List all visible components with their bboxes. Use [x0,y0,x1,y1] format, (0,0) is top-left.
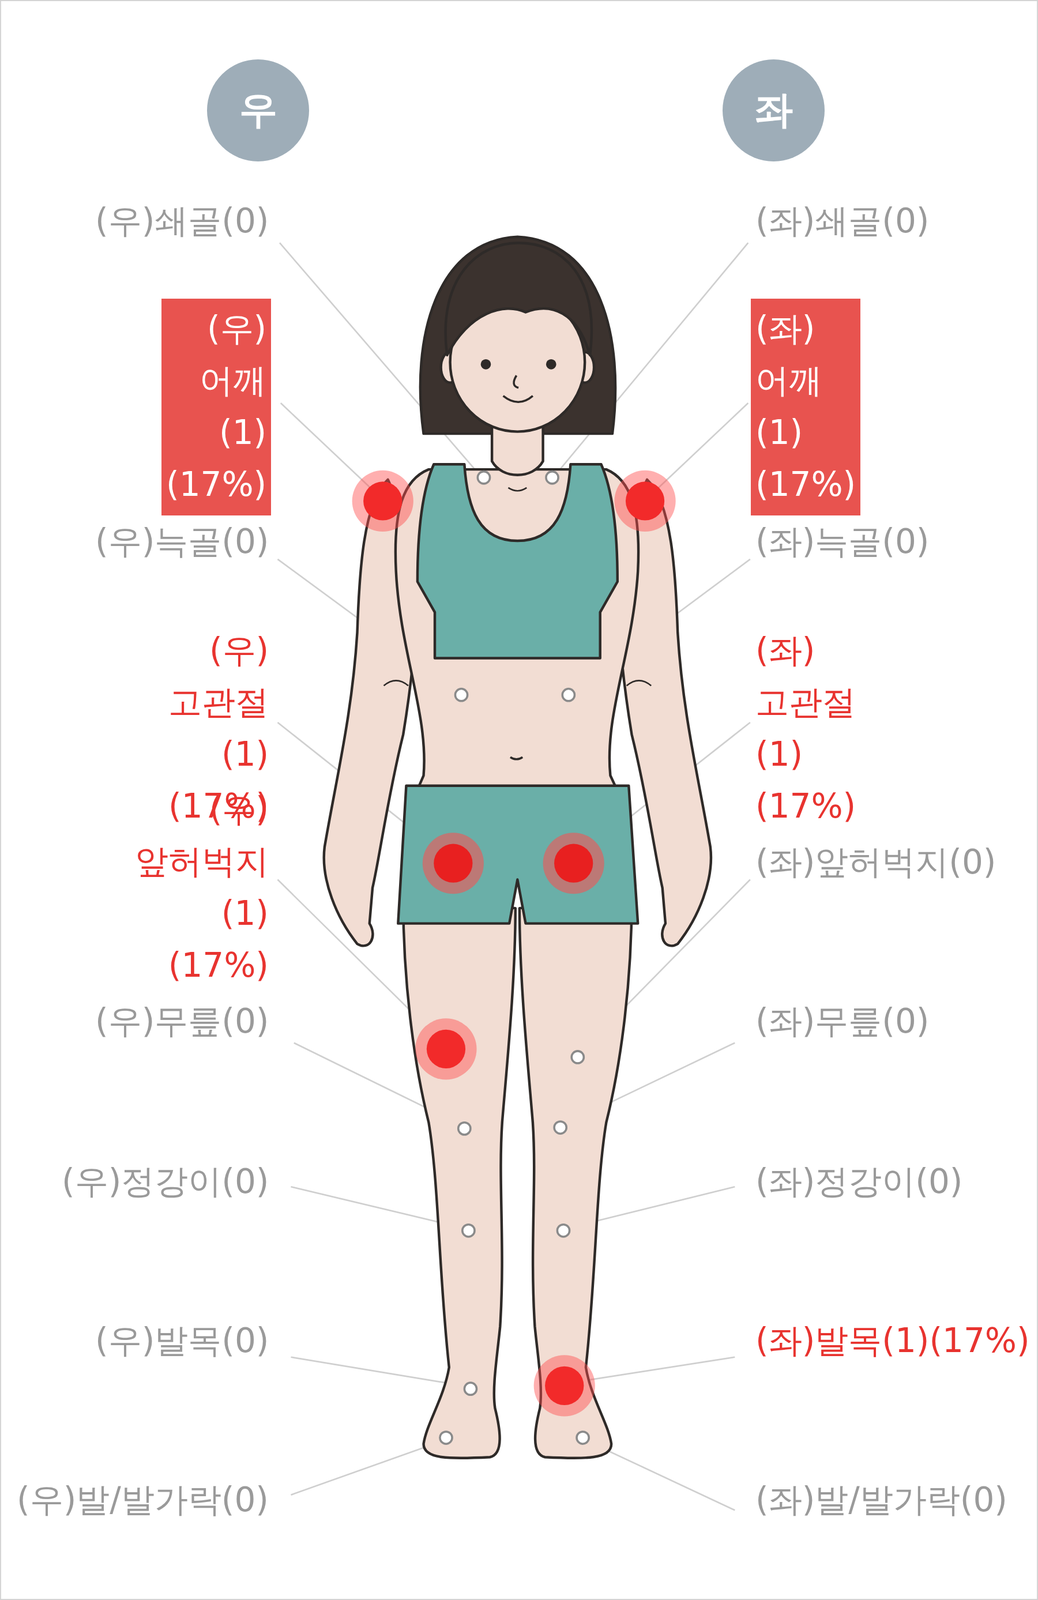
body-part-label: (우)발목(0) [95,1315,269,1368]
body-part-label: (우)어깨(1) (17%) [166,303,267,511]
body-part-label: (우)쇄골(0) [95,195,269,248]
body-part-label: (우)앞허벅지(1) (17%) [134,784,269,992]
body-part-label: (좌)앞허벅지(0) [755,836,996,889]
highlight-box: (좌)어깨(1) (17%) [750,298,861,516]
body-part-label: (우)늑골(0) [95,516,269,569]
body-part-label: (좌)어깨(1) (17%) [755,303,856,511]
body-part-label: (좌)늑골(0) [755,516,930,569]
body-part-label: (좌)고관절(1) (17%) [755,625,856,833]
body-part-label: (좌)무릎(0) [755,995,930,1048]
side-badge: 좌 [722,59,825,162]
body-part-label: (좌)쇄골(0) [755,195,930,248]
body-part-label: (좌)발/발가락(0) [755,1474,1008,1527]
leader-lines [277,242,750,1511]
body-part-label: (우)무릎(0) [95,995,269,1048]
body-part-label: (우)정강이(0) [61,1156,269,1209]
side-label: 좌 [754,84,793,137]
side-label: 우 [239,84,278,137]
side-badge: 우 [207,59,310,162]
body-point [439,471,589,1445]
body-part-label: (좌)발목(1)(17%) [755,1315,1030,1368]
body-part-label: (좌)정강이(0) [755,1156,963,1209]
highlight-box: (우)어깨(1) (17%) [161,298,272,516]
body-part-label: (우)발/발가락(0) [16,1474,269,1527]
pain-marker [352,470,676,1417]
